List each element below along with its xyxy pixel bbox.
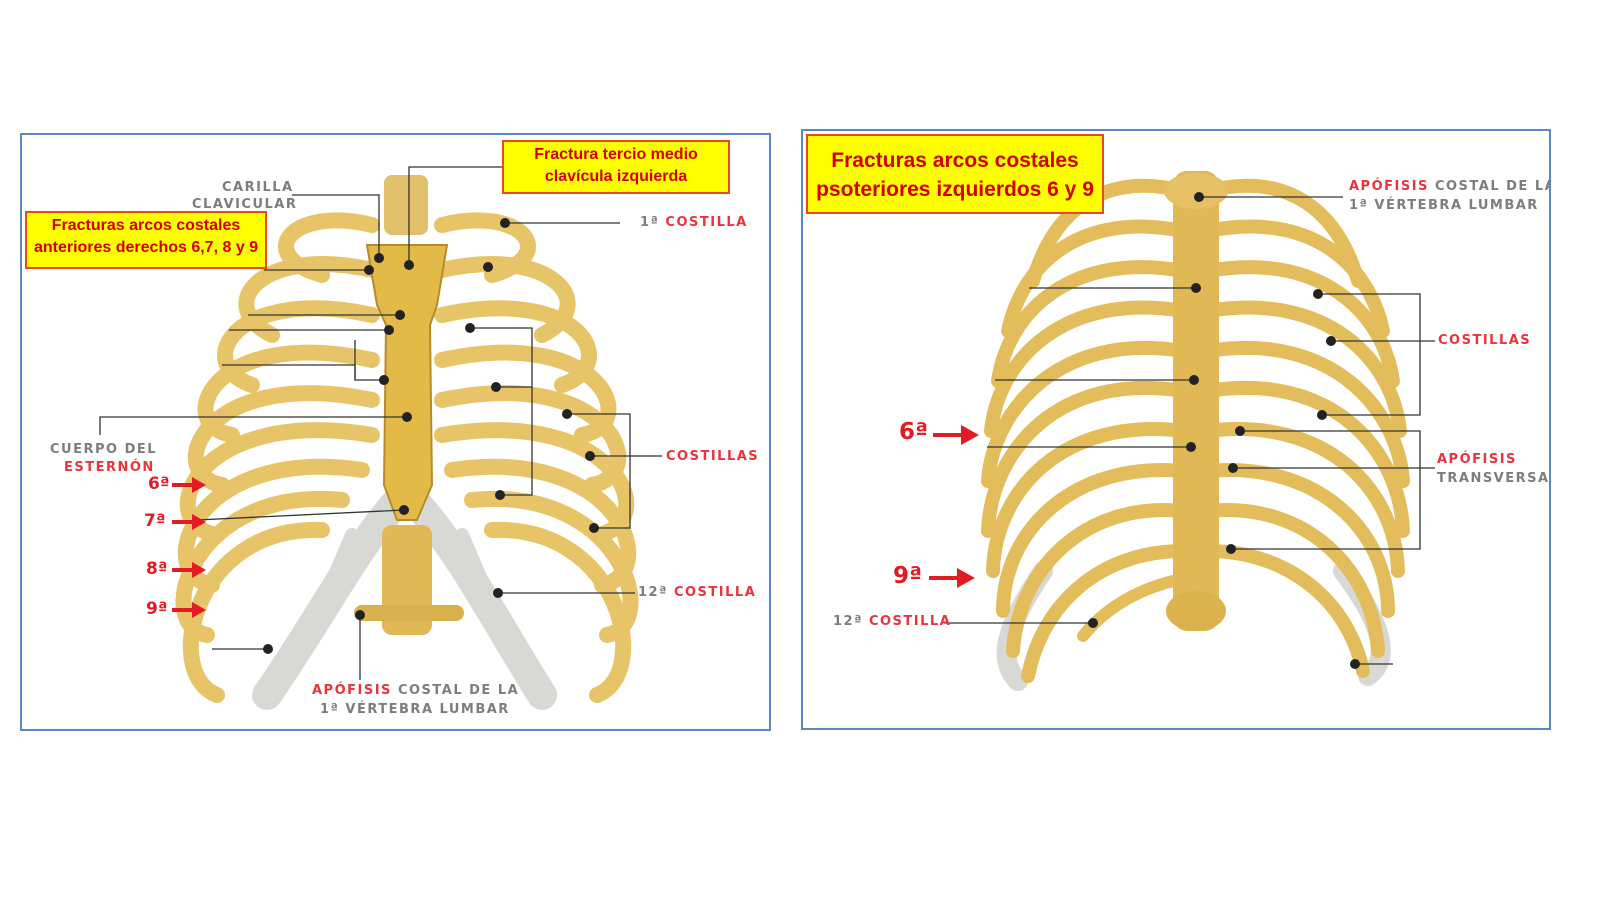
callout-anterior-line2: anteriores derechos 6,7, 8 y 9 [33,238,259,256]
label-doce-word-posterior: COSTILLA [868,614,952,629]
callout-clavicle-line1: Fractura tercio medio [534,146,698,163]
label-carilla-line2: CLAVICULAR [192,197,298,212]
posterior-view-panel: Fracturas arcos costales psoteriores izq… [801,129,1551,730]
label-transversas-line2: TRANSVERSAS [1437,471,1551,486]
fracture-arrows-posterior [929,425,979,588]
callout-posterior-fractures: Fracturas arcos costales psoteriores izq… [806,134,1104,214]
callout-clavicle-fracture: Fractura tercio medio clavícula izquierd… [502,140,730,194]
label-apofisis-costal-rest: COSTAL DE LA [1434,179,1551,194]
fracture-arrows [172,477,206,618]
label-carilla-line1: CARILLA [222,180,294,195]
label-primera-costilla: 1ª COSTILLA [640,214,748,232]
label-apofisis-costal-line1: APÓFISIS COSTAL DE LA [1349,178,1551,196]
sternum [365,244,449,521]
label-primera-word: COSTILLA [665,215,748,230]
anterior-ribs [175,212,639,710]
rib-number-6: 6ª [148,474,170,494]
rib-number-7: 7ª [144,511,166,531]
label-transversas-line1: APÓFISIS [1437,452,1517,467]
callout-anterior-fractures: Fracturas arcos costales anteriores dere… [25,211,267,269]
label-apofisis-costal-line2: 1ª VÉRTEBRA LUMBAR [1349,198,1539,213]
label-costillas: COSTILLAS [666,449,760,464]
point-markers-posterior [1088,192,1360,669]
label-apofisis-rest: COSTAL DE LA [397,683,520,698]
point-markers [263,218,599,654]
label-apofisis-line1: APÓFISIS COSTAL DE LA [312,682,519,700]
callout-anterior-line1: Fracturas arcos costales [51,217,241,234]
callout-posterior-line2: psoteriores izquierdos 6 y 9 [816,178,1094,202]
label-apofisis-costal-red: APÓFISIS [1349,179,1429,194]
leader-lines-posterior [944,196,1435,665]
rib-number-9: 9ª [146,599,168,619]
label-cuerpo-line1: CUERPO DEL [50,442,158,457]
rib-number-8: 8ª [146,559,168,579]
callout-clavicle-line2: clavícula izquierda [544,167,688,185]
label-costillas-posterior: COSTILLAS [1438,333,1532,348]
label-doce-costilla-posterior: 12ª COSTILLA [833,613,951,631]
label-apofisis-line2: 1ª VÉRTEBRA LUMBAR [320,702,510,717]
callout-posterior-line1: Fracturas arcos costales [831,149,1079,172]
posterior-ribs [981,178,1410,691]
leader-lines [99,166,662,680]
label-cuerpo-line2: ESTERNÓN [64,460,155,475]
label-doce-num: 12ª [638,585,668,600]
label-doce-costilla: 12ª COSTILLA [638,584,756,602]
anterior-view-panel: Fracturas arcos costales anteriores dere… [20,133,771,731]
anterior-rib-cage-illustration [99,166,662,710]
rib-number-9-posterior: 9ª [893,563,922,589]
rib-number-6-posterior: 6ª [899,419,928,445]
label-doce-num-posterior: 12ª [833,614,863,629]
label-primera-num: 1ª [640,215,660,230]
thoracic-spine [1164,171,1228,631]
label-doce-word: COSTILLA [673,585,757,600]
label-apofisis-red: APÓFISIS [312,683,392,698]
posterior-rib-cage-illustration [929,171,1435,691]
